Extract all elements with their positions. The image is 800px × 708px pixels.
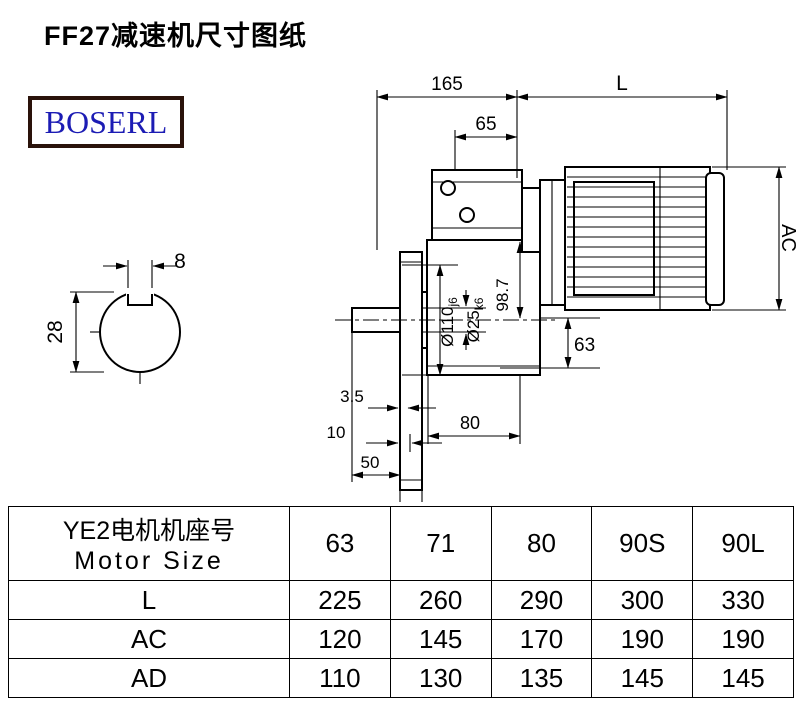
- cell: 225: [289, 580, 391, 620]
- column-header: 90S: [591, 506, 694, 581]
- dim-110-label: Ø110j6: [438, 297, 460, 347]
- table-row-L: L 225 260 290 300 330: [8, 580, 794, 620]
- table-row-AD: AD 110 130 135 145 145: [8, 658, 794, 698]
- dim-80-label: 80: [460, 413, 480, 433]
- row-label: AD: [8, 658, 290, 698]
- cell: 190: [591, 619, 694, 659]
- motor-size-header-cell: YE2电机机座号 Motor Size: [8, 506, 290, 581]
- cell: 120: [289, 619, 391, 659]
- dimension-drawing: 8 28: [44, 72, 799, 502]
- dim-25-main: Ø25: [464, 310, 483, 342]
- gear-unit-side-view: [335, 166, 725, 491]
- cell: 170: [490, 619, 593, 659]
- dimension-lines: 165 L 65 AC 63 98.7 Ø110j6: [327, 72, 799, 502]
- motor-stator-section: [573, 181, 655, 296]
- cell: 260: [389, 580, 492, 620]
- dim-987-label: 98.7: [493, 278, 512, 311]
- column-header: 80: [490, 506, 593, 581]
- dim-10-label: 10: [327, 423, 346, 442]
- shaft-cross-section-view: 8 28: [44, 250, 186, 384]
- table-header-row: YE2电机机座号 Motor Size 63 71 80 90S 90L: [8, 506, 794, 581]
- brand-logo-box: BOSERL: [28, 96, 184, 148]
- cell: 130: [389, 658, 492, 698]
- cell: 110: [289, 658, 391, 698]
- input-coupling: [521, 187, 541, 253]
- motor-size-header-en: Motor Size: [74, 547, 224, 575]
- dim-165-label: 165: [431, 74, 463, 95]
- row-label: L: [8, 580, 290, 620]
- cell: 145: [692, 658, 794, 698]
- dim-63-label: 63: [574, 335, 595, 356]
- dim-AC-label: AC: [777, 224, 799, 252]
- page-title: FF27减速机尺寸图纸: [44, 21, 308, 51]
- cell: 300: [591, 580, 694, 620]
- key-width-label: 8: [174, 250, 186, 273]
- bolt-hole: [440, 180, 456, 196]
- motor-fan-cover: [705, 172, 725, 306]
- column-header: 71: [389, 506, 492, 581]
- brand-logo-text: BOSERL: [44, 103, 168, 140]
- cell: 330: [692, 580, 794, 620]
- dim-25-tol: k6: [472, 297, 486, 310]
- dim-50-label: 50: [361, 453, 380, 472]
- dim-25-label: Ø25k6: [464, 297, 486, 342]
- dim-110-main: Ø110: [438, 307, 457, 347]
- table-row-AC: AC 120 145 170 190 190: [8, 619, 794, 659]
- key-height-label: 28: [44, 320, 67, 343]
- row-label: AC: [8, 619, 290, 659]
- cell: 290: [490, 580, 593, 620]
- motor-body: [564, 166, 711, 311]
- column-header: 90L: [692, 506, 794, 581]
- cell: 135: [490, 658, 593, 698]
- motor-size-table: YE2电机机座号 Motor Size 63 71 80 90S 90L L 2…: [8, 506, 794, 698]
- cell: 145: [389, 619, 492, 659]
- output-flange: [399, 251, 423, 491]
- dim-65-label: 65: [475, 114, 496, 135]
- dim-L-label: L: [616, 72, 628, 95]
- cell: 145: [591, 658, 694, 698]
- column-header: 63: [289, 506, 391, 581]
- cell: 190: [692, 619, 794, 659]
- motor-size-header-cn: YE2电机机座号: [62, 517, 236, 545]
- dim-110-tol: j6: [446, 297, 460, 308]
- motor-cooling-fins: [567, 176, 708, 298]
- bolt-hole: [459, 207, 475, 223]
